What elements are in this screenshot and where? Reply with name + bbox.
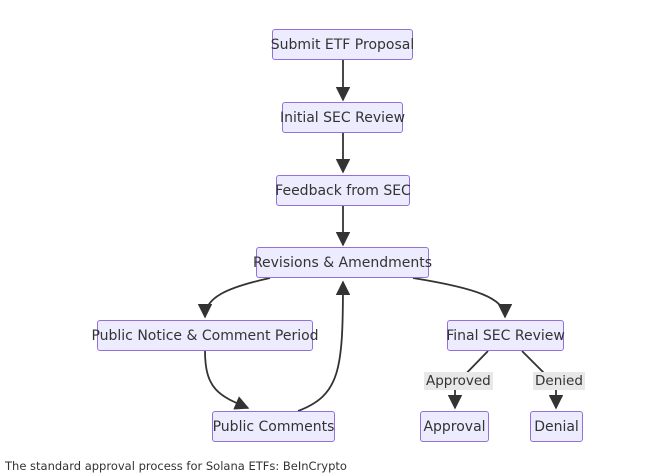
node-public-notice-and-comment-period: Public Notice & Comment Period (91, 320, 319, 351)
node-label: Public Comments (212, 418, 335, 435)
edge-public-notice-to-public-comments (204, 350, 250, 410)
node-label: Public Notice & Comment Period (91, 327, 319, 344)
edge-label-denied: Denied (533, 372, 585, 390)
node-label: Feedback from SEC (275, 182, 411, 199)
node-label: Approval (423, 418, 486, 435)
edge-public-comments-to-revisions (297, 280, 351, 412)
image-caption: The standard approval process for Solana… (5, 459, 347, 473)
node-approval: Approval (420, 411, 489, 442)
node-revisions-and-amendments: Revisions & Amendments (252, 247, 433, 278)
node-label: Denial (534, 418, 579, 435)
node-feedback-from-sec: Feedback from SEC (275, 175, 411, 206)
node-public-comments: Public Comments (212, 411, 335, 442)
node-label: Revisions & Amendments (252, 254, 433, 271)
edge-revisions-to-final-review (412, 277, 513, 319)
edge-label-approved: Approved (424, 372, 493, 390)
node-submit-etf-proposal: Submit ETF Proposal (270, 29, 415, 60)
node-initial-sec-review: Initial SEC Review (279, 102, 406, 133)
node-label: Submit ETF Proposal (270, 36, 415, 53)
node-final-sec-review: Final SEC Review (446, 320, 565, 351)
node-denial: Denial (530, 411, 583, 442)
approval-flowchart: Submit ETF Proposal Initial SEC Review F… (91, 29, 585, 442)
node-label: Initial SEC Review (279, 109, 406, 126)
edge-revisions-to-public-notice (197, 277, 271, 319)
node-label: Final SEC Review (446, 327, 565, 344)
